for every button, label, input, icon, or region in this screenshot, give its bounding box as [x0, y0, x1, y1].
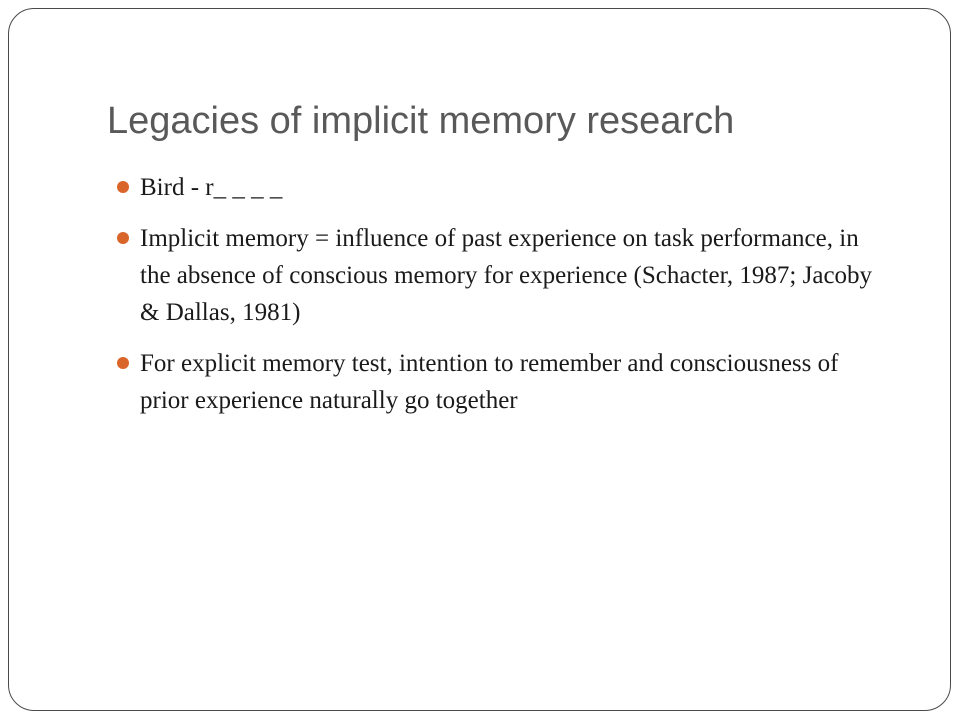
- bullet-item: Bird - r_ _ _ _: [117, 169, 877, 206]
- slide-title: Legacies of implicit memory research: [107, 100, 735, 142]
- bullet-text: Implicit memory = influence of past expe…: [140, 225, 873, 326]
- bullet-list: Bird - r_ _ _ _ Implicit memory = influe…: [117, 169, 877, 433]
- bullet-item: Implicit memory = influence of past expe…: [117, 220, 877, 331]
- bullet-item: For explicit memory test, intention to r…: [117, 345, 877, 419]
- bullet-text: For explicit memory test, intention to r…: [140, 350, 839, 414]
- bullet-dot-icon: [117, 181, 129, 193]
- bullet-dot-icon: [117, 232, 129, 244]
- bullet-text: Bird - r_ _ _ _: [140, 174, 283, 201]
- slide-frame: Legacies of implicit memory research Bir…: [8, 8, 951, 711]
- bullet-dot-icon: [117, 357, 129, 369]
